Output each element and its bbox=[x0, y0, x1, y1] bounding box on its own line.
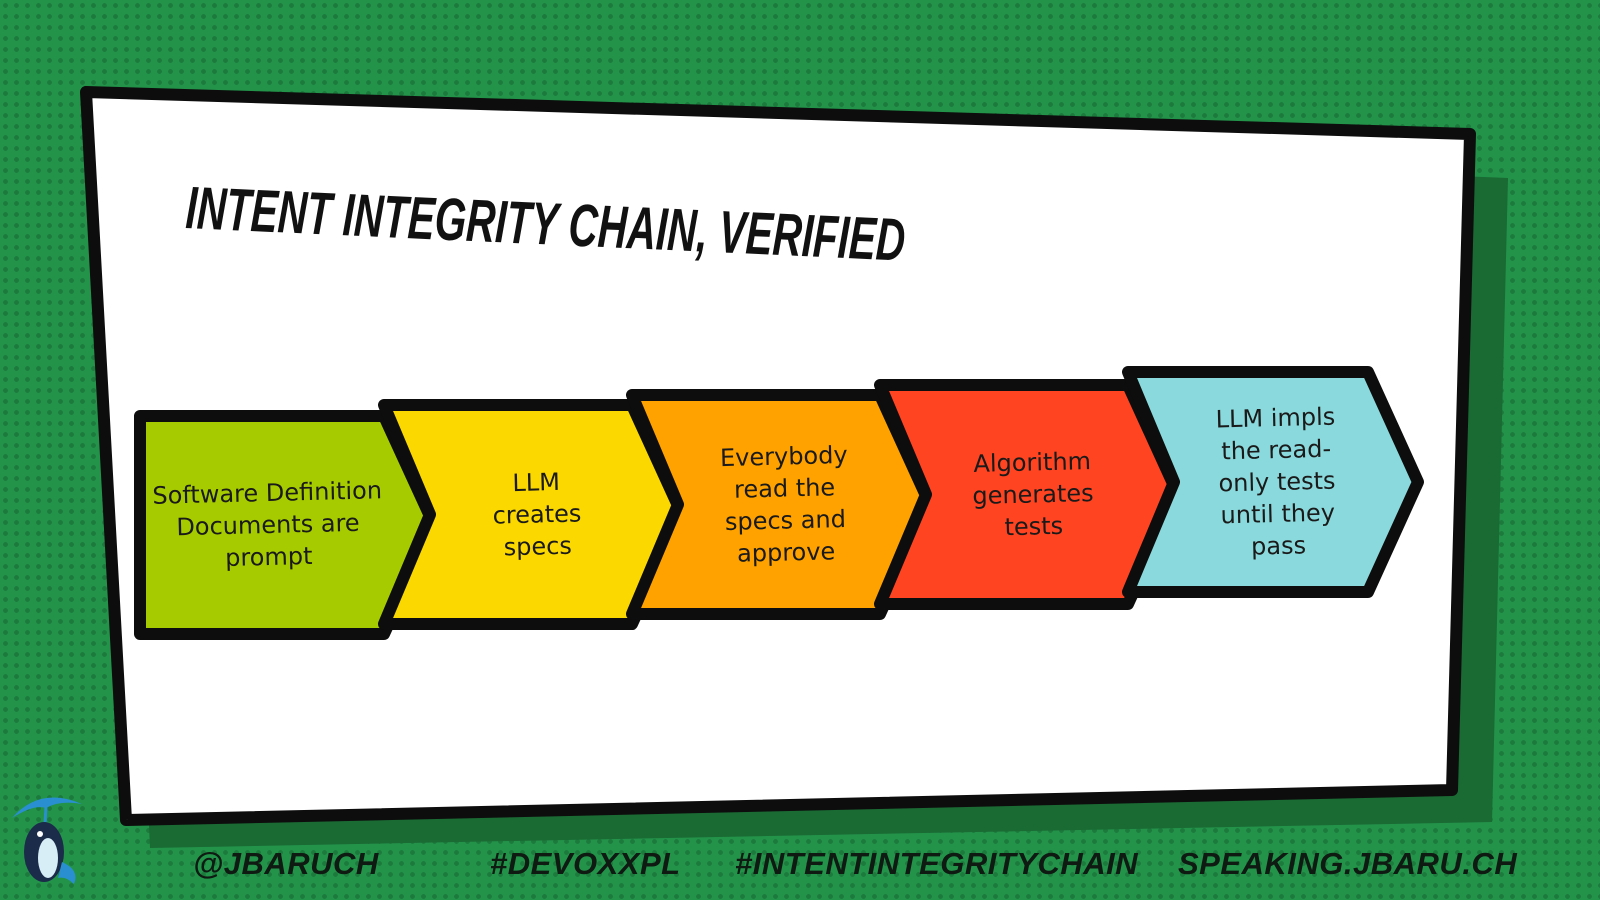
chevron-step-5-line: the read- bbox=[1221, 435, 1331, 466]
chevron-step-3-line: specs and bbox=[725, 505, 847, 536]
chevron-step-5 bbox=[1122, 366, 1424, 598]
footer-handle[interactable]: @JBARUCH bbox=[193, 846, 379, 881]
footer-event-hashtag[interactable]: #DEVOXXPL bbox=[490, 846, 681, 881]
footer-website-link[interactable]: SPEAKING.JBARU.CH bbox=[1178, 846, 1518, 881]
chevron-step-2-label: LLMcreatesspecs bbox=[492, 467, 583, 561]
footer-topic-hashtag[interactable]: #INTENTINTEGRITYCHAIN bbox=[735, 846, 1139, 881]
chevron-step-5-line: only tests bbox=[1218, 467, 1336, 498]
chevron-step-2-line: specs bbox=[503, 532, 572, 562]
chevron-step-4-label: Algorithmgeneratestests bbox=[971, 447, 1094, 542]
chevron-step-5-line: LLM impls bbox=[1215, 403, 1335, 434]
chevron-step-3-line: read the bbox=[734, 473, 836, 503]
chevron-step-5-line: until they bbox=[1220, 499, 1335, 530]
chevron-step-3-line: Everybody bbox=[720, 441, 848, 472]
chevron-step-1-label: Software DefinitionDocuments areprompt bbox=[152, 476, 384, 574]
chevron-step-3-line: approve bbox=[737, 537, 836, 567]
chevron-step-5-line: pass bbox=[1251, 531, 1307, 560]
chevron-step-2-line: LLM bbox=[512, 468, 560, 497]
chevron-step-1-line: Documents are bbox=[176, 509, 360, 541]
chevron-step-2-line: creates bbox=[492, 499, 581, 529]
chevron-step-1-line: prompt bbox=[225, 542, 313, 572]
chevron-step-3-label: Everybodyread thespecs andapprove bbox=[720, 441, 851, 568]
chevron-step-5-label: LLM implsthe read-only testsuntil theypa… bbox=[1215, 403, 1338, 562]
chevron-step-4-line: generates bbox=[972, 479, 1094, 510]
chevron-step-1-line: Software Definition bbox=[152, 476, 382, 510]
process-chain: Software DefinitionDocuments areprompt LL… bbox=[134, 366, 1424, 640]
chevron-step-4-line: Algorithm bbox=[973, 447, 1091, 478]
chevron-step-4-line: tests bbox=[1004, 512, 1063, 541]
penguin-umbrella-icon bbox=[12, 797, 82, 884]
